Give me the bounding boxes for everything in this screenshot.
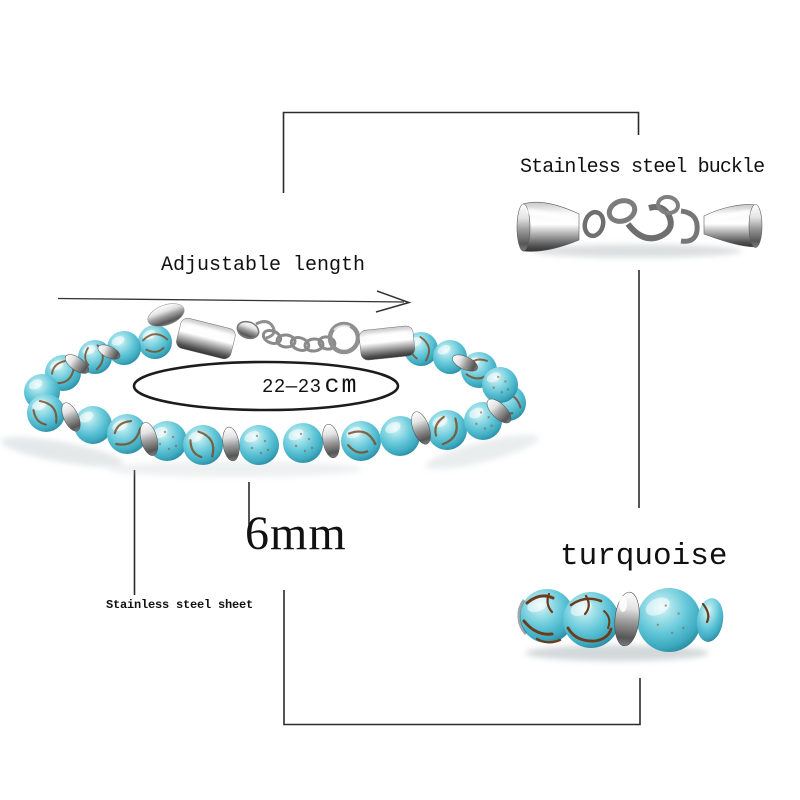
label-material-turquoise: turquoise [560, 539, 728, 574]
closeup-veins [522, 592, 613, 644]
bottom-bracket-line [283, 590, 641, 726]
buckle-closeup-photo [516, 194, 763, 258]
closeup-steel-disc [614, 591, 640, 647]
callout-lines [133, 111, 641, 726]
left-end-cap [176, 317, 236, 360]
right-end-cap [359, 325, 415, 361]
size-ellipse [132, 360, 400, 412]
length-arrow [57, 290, 412, 313]
label-length-range: 22—23 cm [262, 371, 359, 400]
beads-closeup-photo [517, 588, 724, 661]
label-stainless-steel-buckle: Stainless steel buckle [520, 156, 765, 179]
clasp-tag [147, 303, 185, 327]
label-adjustable-length: Adjustable length [161, 254, 366, 277]
bead-strand [24, 325, 526, 465]
top-bracket-line [282, 111, 640, 193]
bracelet-photo [0, 303, 539, 477]
length-range-unit: cm [324, 371, 359, 400]
closeup-beads [520, 588, 701, 652]
length-range-value: 22—23 [262, 376, 322, 398]
arrowhead-icon [375, 290, 412, 313]
clasp-chain [236, 320, 337, 353]
bracelet-clasp [147, 303, 415, 361]
label-bead-diameter: 6mm [245, 507, 347, 560]
clasp-ring [327, 321, 361, 355]
closeup-side-bead [696, 598, 724, 642]
label-stainless-steel-sheet: Stainless steel sheet [106, 598, 254, 612]
